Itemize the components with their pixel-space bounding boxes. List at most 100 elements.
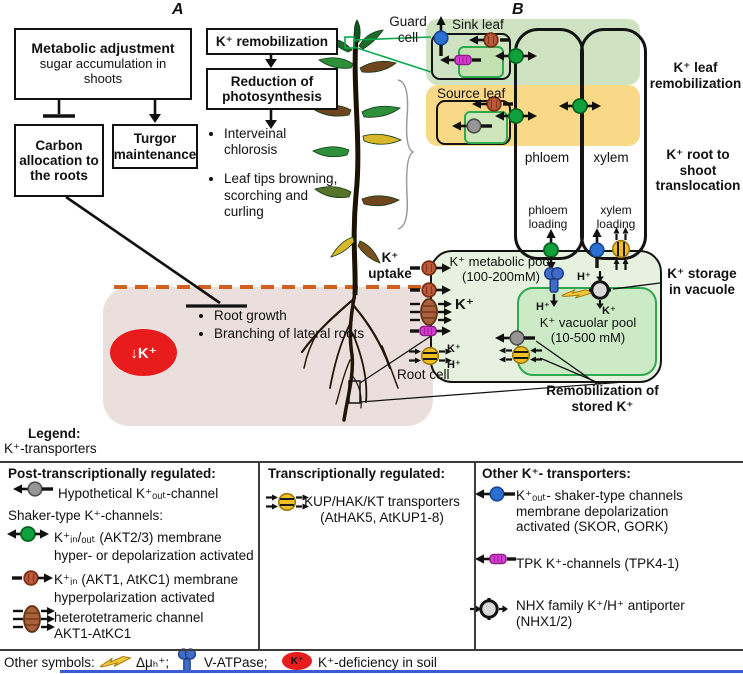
legend-tetramer-label: heterotetrameric channel AKT1-AtKC1 [54,610,204,641]
root-kin-channel-icon-2 [408,282,452,298]
legend-akt23-icon [6,526,50,542]
legend-kdeficiency-icon-text: K⁺ [290,655,304,667]
legend-kup-icon [264,492,310,512]
vacuolar-pool-label: K⁺ vacuolar pool (10-500 mM) [527,315,649,346]
legend-vatpase-icon [178,648,196,674]
plant-stem [351,25,361,296]
legend-bolt-icon [100,654,132,670]
root-cell-label: Root cell [397,367,450,382]
carbon-allocation-box: Carbon allocation to the roots [14,124,104,197]
phloem-xylem-akt23-icon [558,98,602,114]
root-symptom-item: Branching of lateral roots [214,326,372,342]
metabolic-adjustment-box: Metabolic adjustment sugar accumulation … [14,28,192,100]
legend-kdeficiency-label: K⁺-deficiency in soil [318,655,437,670]
sink-tpk-channel-icon [439,52,483,68]
legend-col3-header: Other K⁺- transporters: [482,466,631,481]
shoot-symptom-item: Leaf tips browning, scorching and curlin… [224,171,342,220]
panel-a-label: A [172,1,184,18]
legend-divider-2 [474,463,476,649]
other-symbols-label: Other symbols: [4,655,95,670]
source-leaf-cell [436,100,511,145]
reduction-photosynthesis-box: Reduction of photosynthesis [206,68,338,110]
metabolic-adjustment-title: Metabolic adjustment [31,40,175,57]
source-leaf-label: Source leaf [437,86,506,101]
guard-line-bottom [353,46,432,73]
legend-skor-label: K⁺ₒᵤₜ- shaker-type channels membrane dep… [516,488,683,535]
legend-tetramer-icon [10,604,56,634]
legend-vatpase-label: V-ATPase; [204,655,268,670]
root-to-shoot-label: K⁺ root to shoot translocation [655,147,741,194]
shoot-symptom-item: Interveinal chlorosis [224,126,342,158]
root-symptom-list: Root growth Branching of lateral roots [200,308,372,344]
root-heterotetramer-icon [407,297,453,327]
vacuole-hypothetical-icon [494,330,538,346]
phloem-label: phloem [524,150,570,165]
guard-cell-marker [344,36,355,49]
root-symptom-item: Root growth [214,308,372,324]
metabolic-pool-conc: (100-200mM) [461,268,541,284]
legend-hypothetical-label: Hypothetical K⁺ₒᵤₜ-channel [58,486,219,501]
phloem-loading-label: phloem loading [528,203,568,231]
legend-kdeficiency-icon: K⁺ [282,652,312,670]
legend-akt1-label-1: K⁺ᵢₙ (AKT1, AtKC1) membrane [54,572,239,587]
vacuole-kup-transporter-icon [498,345,544,365]
k-deficiency-badge-text: ↓K⁺ [130,344,157,362]
legend-skor-icon [474,486,518,502]
source-hypothetical-icon [451,118,495,134]
uptake-hplus-label: H⁺ [447,359,461,371]
metabolic-pool-label: K⁺ metabolic pool (100-200mM) [442,254,560,285]
root-kin-channel-icon-1 [408,260,452,276]
xylem-loading-skor-icon [589,227,605,271]
source-phloem-akt23-icon [494,108,538,124]
legend-kup-label: KUP/HAK/KT transporters (AtHAK5, AtKUP1-… [304,494,460,525]
guard-cell-label: Guard cell [389,14,427,45]
k-uptake-label: K⁺ uptake [368,250,412,281]
cytosol-k-label: K⁺ [455,296,474,313]
vacuole-nhx-antiporter-icon [589,268,611,310]
xylem-tube [580,28,647,260]
vacuolar-pool-text: K⁺ vacuolar pool [539,315,637,330]
legend-akt1-icon [10,570,54,586]
legend-hypothetical-icon [12,481,56,497]
legend-title: Legend: [28,426,81,441]
panel-b-label: B [512,1,524,18]
legend-mu-label: Δμₕ⁺; [136,655,170,670]
k-remobilization-box: K⁺ remobilization [206,28,338,55]
sink-kin-channel-icon [468,32,512,48]
legend-akt23-label-2: hyper- or depolarization activated [54,548,254,563]
vacuolar-pool-conc: (10-500 mM) [550,329,626,345]
legend-tpk-icon [474,551,518,567]
vacuole-vatpase-icon [544,266,564,308]
remobilization-stored-label: Remobilization of stored K⁺ [546,383,659,414]
xylem-loading-label: xylem loading [596,203,636,231]
uptake-kplus-label: K⁺ [447,343,461,355]
legend-shaker-header: Shaker-type K⁺-channels: [8,508,163,523]
legend-col1-header: Post-transcriptionally regulated: [8,466,216,481]
plant-brace [397,79,415,230]
metabolic-adjustment-subtitle: sugar accumulation in shoots [39,55,167,86]
sink-leaf-label: Sink leaf [452,17,504,32]
storage-in-vacuole-label: K⁺ storage in vacuole [667,266,737,297]
legend-col2-header: Transcriptionally regulated: [268,466,446,481]
legend-bottom-rule [0,649,743,651]
phloem-loading-akt23-icon [543,228,559,272]
legend-top-rule [0,461,743,463]
root-tpk-channel-icon [408,323,452,339]
xylem-loading-kup-icon [611,226,631,272]
nhx-hplus-label: H⁺ [577,271,591,283]
legend-divider-1 [258,463,260,649]
turgor-maintenance-box: Turgor maintenance [112,124,198,169]
shoot-symptom-list: Interveinal chlorosis Leaf tips browning… [210,126,342,233]
k-deficiency-badge: ↓K⁺ [110,329,177,376]
nhx-kplus-label: K⁺ [602,305,616,317]
sink-phloem-akt23-icon [494,48,538,64]
vatpase-hplus-label: H⁺ [536,301,550,313]
source-kin-channel-icon [471,96,515,112]
legend-akt1-label-2: hyperpolarization activated [54,590,215,605]
legend-akt23-label-1: K⁺ᵢₙ/ₒᵤₜ (AKT2/3) membrane [54,530,222,545]
legend-tpk-label: TPK K⁺-channels (TPK4-1) [516,556,680,571]
guard-kout-channel-icon [433,15,449,59]
legend-subtitle: K⁺-transporters [4,441,97,456]
bottom-edge-line [60,670,743,673]
